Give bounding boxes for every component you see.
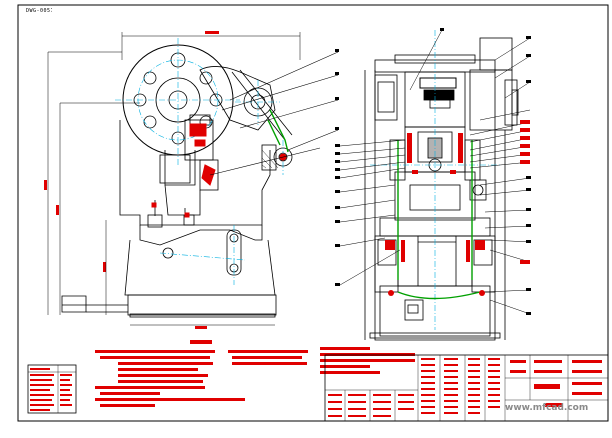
- side-view-callouts: [335, 49, 339, 130]
- watermark: www.mfcad.com: [505, 403, 589, 413]
- sheet-tag: DWG-0057: [26, 8, 52, 14]
- side-view-markers: [151, 123, 287, 218]
- dim-label-top: [205, 31, 219, 34]
- side-view-centerlines: [115, 38, 284, 285]
- front-view: [364, 37, 519, 341]
- front-view-callouts-left: [335, 28, 444, 286]
- side-view: [44, 31, 301, 329]
- spec-table: [27, 364, 77, 414]
- front-view-callouts-right: [520, 36, 531, 315]
- front-view-section: [397, 140, 481, 300]
- side-view-leaders: [209, 51, 339, 176]
- technical-notes-right: [320, 347, 415, 374]
- technical-notes-mid: [228, 350, 308, 365]
- front-view-markers: [385, 133, 485, 296]
- front-view-leaders-right: [469, 37, 531, 315]
- front-view-centerlines: [370, 30, 500, 330]
- technical-notes-left: [95, 340, 245, 407]
- sheet-border: [17, 4, 609, 422]
- front-view-leaders-left: [339, 29, 443, 286]
- side-view-section: [267, 109, 289, 153]
- parts-list-table: [324, 354, 609, 422]
